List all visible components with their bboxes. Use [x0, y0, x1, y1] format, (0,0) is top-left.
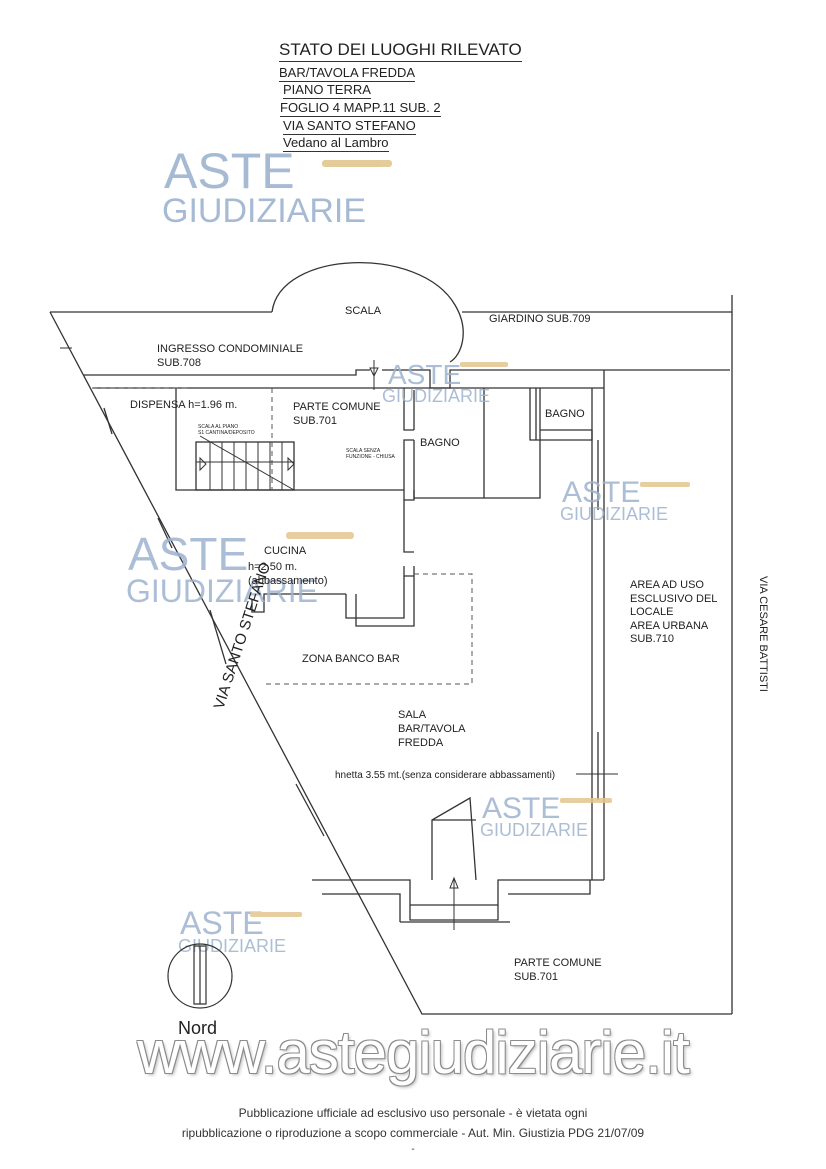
plan-subtitle-floor: PIANO TERRA — [283, 82, 371, 100]
label-sala-2: BAR/TAVOLA — [398, 723, 466, 735]
watermark-giudiziarie-5: GIUDIZIARIE — [480, 820, 588, 840]
label-hnetta: hnetta 3.55 mt.(senza considerare abbass… — [335, 770, 555, 781]
dashed-lines — [92, 387, 473, 685]
label-scala: SCALA — [345, 305, 382, 317]
watermark-giudiziarie-6: GIUDIZIARIE — [178, 936, 286, 956]
label-parte-comune-b-sub: SUB.701 — [514, 971, 558, 983]
label-area-3: LOCALE — [630, 606, 673, 618]
label-parte-comune: PARTE COMUNE — [293, 401, 381, 413]
footer-line-2: ripubblicazione o riproduzione a scopo c… — [181, 1126, 645, 1140]
watermark-gavel-icon-3 — [640, 482, 690, 487]
watermark-aste-3: ASTE — [562, 476, 640, 509]
label-cucina-abb: (abbassamento) — [248, 575, 328, 587]
plan-title: STATO DEI LUOGHI RILEVATO — [279, 40, 522, 62]
watermark-site-url: www.astegiudiziarie.it — [137, 1019, 690, 1086]
watermark-gavel-icon — [322, 160, 392, 167]
label-cucina: CUCINA — [264, 545, 307, 557]
footer-mark: - — [411, 1144, 415, 1155]
label-cucina-h: h=2.50 m. — [248, 561, 297, 573]
street-cesare-battisti: VIA CESARE BATTISTI — [757, 576, 769, 692]
watermark-top: ASTE GIUDIZIARIE — [162, 143, 392, 230]
label-area-4: AREA URBANA — [630, 620, 709, 632]
plan-subtitle-street: VIA SANTO STEFANO — [283, 118, 416, 136]
watermark-aste-1: ASTE — [164, 143, 295, 199]
watermark-gavel-icon-6 — [250, 912, 302, 917]
watermark-giudiziarie-4: GIUDIZIARIE — [126, 573, 318, 609]
label-bagno-2: BAGNO — [545, 408, 585, 420]
plan-subtitle-use: BAR/TAVOLA FREDDA — [279, 65, 416, 83]
watermark-gavel-icon-2 — [460, 362, 508, 367]
label-sala-3: FREDDA — [398, 737, 444, 749]
plan-subtitle-town: Vedano al Lambro — [283, 135, 389, 153]
compass-label: Nord — [178, 1018, 218, 1038]
label-scala-senza: SCALA SENZA — [346, 448, 381, 454]
door-arrows — [60, 347, 618, 930]
label-giardino: GIARDINO SUB.709 — [489, 313, 590, 325]
watermark-giudiziarie-1: GIUDIZIARIE — [162, 192, 366, 230]
label-area-1: AREA AD USO — [630, 579, 704, 591]
label-zona-banco: ZONA BANCO BAR — [302, 653, 400, 665]
north-compass-icon — [167, 943, 233, 1009]
watermark-aste-2: ASTE — [388, 359, 461, 390]
watermark-aste-6: ASTE — [180, 905, 264, 941]
label-area-5: SUB.710 — [630, 633, 674, 645]
label-parte-comune-b: PARTE COMUNE — [514, 957, 602, 969]
label-dispensa: DISPENSA h=1.96 m. — [130, 399, 237, 411]
footer-line-1: Pubblicazione ufficiale ad esclusivo uso… — [238, 1106, 588, 1120]
label-ingresso: INGRESSO CONDOMINIALE — [157, 343, 303, 355]
label-scala-piano-2: S1 CANTINA/DEPOSITO — [198, 430, 255, 436]
watermark-gavel-icon-5 — [560, 798, 612, 803]
watermark-mid: ASTE GIUDIZIARIE ASTE GIUDIZIARIE ASTE G… — [126, 359, 690, 956]
label-area-2: ESCLUSIVO DEL — [630, 593, 717, 605]
label-scala-piano: SCALA AL PIANO — [198, 424, 238, 430]
watermark-aste-4: ASTE — [128, 528, 248, 580]
watermark-gavel-icon-4 — [286, 532, 354, 539]
plan-subtitle-cadastral: FOGLIO 4 MAPP.11 SUB. 2 — [280, 100, 441, 118]
label-parte-comune-sub: SUB.701 — [293, 415, 337, 427]
watermark-giudiziarie-2: GIUDIZIARIE — [382, 386, 490, 406]
watermark-aste-5: ASTE — [482, 792, 560, 825]
label-ingresso-sub: SUB.708 — [157, 357, 201, 369]
label-scala-senza-2: FUNZIONE - CHIUSA — [346, 454, 396, 460]
stair-treads — [196, 435, 295, 491]
label-bagno-1: BAGNO — [420, 437, 460, 449]
room-labels: SCALA GIARDINO SUB.709 INGRESSO CONDOMIN… — [130, 305, 717, 983]
label-sala-1: SALA — [398, 709, 427, 721]
watermark-giudiziarie-3: GIUDIZIARIE — [560, 504, 668, 524]
